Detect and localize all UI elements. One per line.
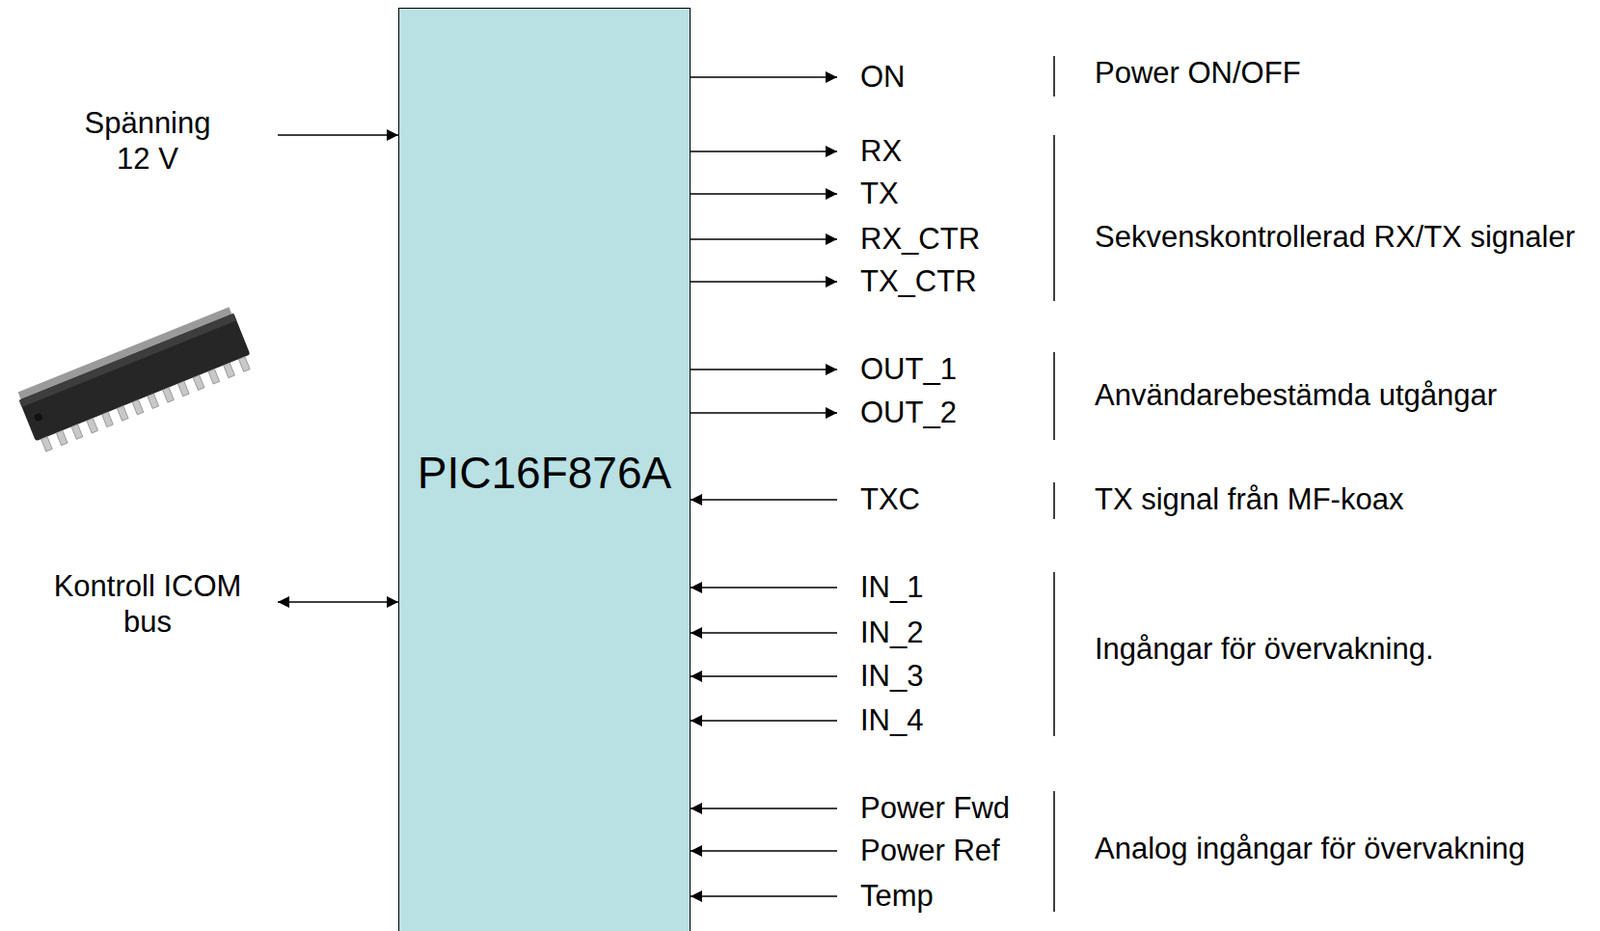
chip-photo — [16, 305, 256, 454]
signal-name: Power Fwd — [860, 789, 1010, 826]
output-arrow — [690, 368, 838, 371]
chip-name: PIC16F876A — [399, 448, 690, 498]
output-arrow — [690, 280, 838, 283]
group-brackets — [1053, 55, 1056, 912]
signal-name: IN_4 — [860, 702, 923, 738]
signal-name: IN_1 — [860, 569, 923, 605]
group-description: Sekvenskontrollerad RX/TX signaler — [1094, 218, 1575, 255]
chip-top-edge — [19, 313, 238, 407]
group-description: Power ON/OFF — [1094, 54, 1302, 91]
chip-pins — [41, 356, 251, 452]
bracket — [1053, 482, 1056, 519]
supply-arrow — [277, 134, 399, 136]
group-description: Analog ingångar för övervakning — [1094, 830, 1525, 867]
input-arrow — [690, 498, 838, 501]
output-arrow — [690, 238, 838, 241]
chip-body — [19, 313, 251, 442]
input-arrow — [690, 631, 838, 634]
signal-name: Power Ref — [860, 832, 1001, 868]
output-arrow — [690, 192, 838, 195]
signal-name: OUT_2 — [860, 394, 957, 431]
signal-name: TXC — [860, 481, 921, 517]
signal-name: Temp — [860, 877, 934, 914]
signal-name: TX — [860, 175, 899, 212]
bracket — [1053, 790, 1056, 912]
input-arrow — [690, 719, 838, 722]
group-description: TX signal från MF-koax — [1094, 481, 1404, 517]
bracket — [1053, 55, 1056, 97]
bus-label: Kontroll ICOM bus — [46, 568, 249, 640]
output-arrow — [690, 76, 838, 79]
group-description: Användarebestämda utgångar — [1094, 377, 1497, 413]
input-arrow — [690, 675, 838, 678]
input-arrow — [690, 586, 838, 589]
chip-notch — [33, 411, 44, 422]
input-arrow — [690, 807, 838, 810]
signal-name: RX — [860, 133, 902, 169]
output-arrow — [690, 150, 838, 153]
group-description: Ingångar för övervakning. — [1094, 630, 1435, 667]
input-arrow — [690, 894, 838, 897]
microcontroller-box: PIC16F876A — [398, 7, 691, 931]
bracket — [1053, 135, 1056, 301]
signal-name: ON — [860, 58, 906, 95]
input-arrow — [690, 849, 838, 852]
signal-name: IN_3 — [860, 657, 923, 694]
signal-name: IN_2 — [860, 614, 923, 651]
signal-name: TX_CTR — [860, 263, 977, 299]
bus-arrow — [277, 600, 399, 603]
bracket — [1053, 571, 1056, 736]
supply-label: Spänning 12 V — [70, 105, 225, 177]
signal-name: OUT_1 — [860, 351, 957, 387]
signal-name: RX_CTR — [860, 220, 980, 257]
output-arrow — [690, 411, 838, 414]
bracket — [1053, 352, 1056, 440]
